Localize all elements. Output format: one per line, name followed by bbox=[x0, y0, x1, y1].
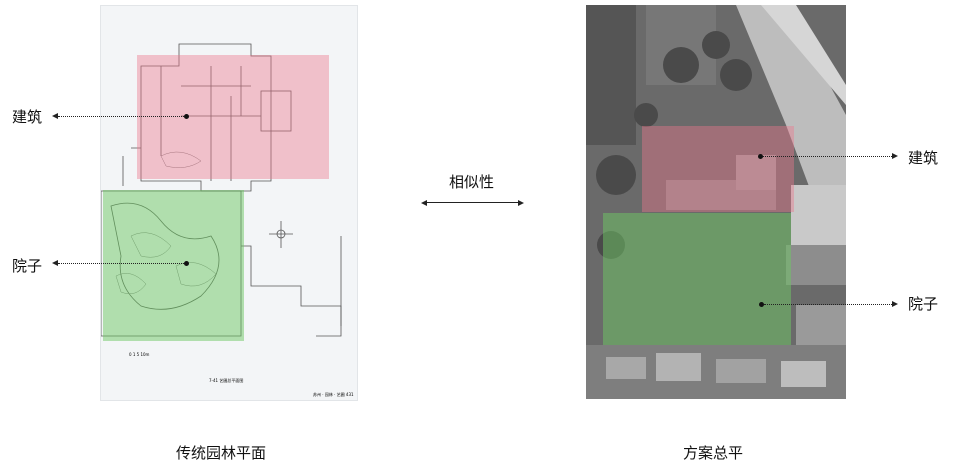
plan-courtyard-leader-line bbox=[58, 263, 184, 264]
arrow-left-icon bbox=[52, 113, 58, 119]
plan-courtyard-marker bbox=[184, 261, 189, 266]
site-courtyard-zone bbox=[603, 213, 791, 345]
site-building-marker bbox=[758, 154, 763, 159]
left-caption: 传统园林平面 bbox=[176, 444, 267, 462]
site-building-label: 建筑 bbox=[908, 149, 939, 167]
site-courtyard-label: 院子 bbox=[908, 295, 939, 313]
plan-building-leader-line bbox=[58, 116, 184, 117]
plan-sheet-title: 7-41 艺圃总平面图 bbox=[209, 377, 243, 383]
site-courtyard-marker bbox=[759, 302, 764, 307]
plan-building-zone bbox=[137, 55, 329, 179]
plan-scale-text: 0 1 5 10m bbox=[129, 352, 150, 357]
plan-courtyard-label: 院子 bbox=[12, 257, 43, 275]
similarity-label: 相似性 bbox=[449, 173, 495, 191]
plan-courtyard-zone bbox=[103, 190, 244, 341]
right-caption: 方案总平 bbox=[683, 444, 744, 462]
arrow-right-icon bbox=[892, 301, 898, 307]
site-building-leader-line bbox=[763, 156, 892, 157]
arrow-right-icon bbox=[892, 153, 898, 159]
similarity-connector-line bbox=[427, 202, 518, 203]
arrow-left-icon bbox=[52, 260, 58, 266]
site-building-zone bbox=[642, 126, 794, 212]
plan-building-label: 建筑 bbox=[12, 108, 43, 126]
arrow-right-icon bbox=[518, 200, 524, 206]
plan-page-footer: 苏州 · 园林 · 艺圃 431 bbox=[313, 391, 354, 397]
arrow-left-icon bbox=[421, 200, 427, 206]
plan-building-marker bbox=[184, 114, 189, 119]
site-courtyard-leader-line bbox=[764, 304, 892, 305]
